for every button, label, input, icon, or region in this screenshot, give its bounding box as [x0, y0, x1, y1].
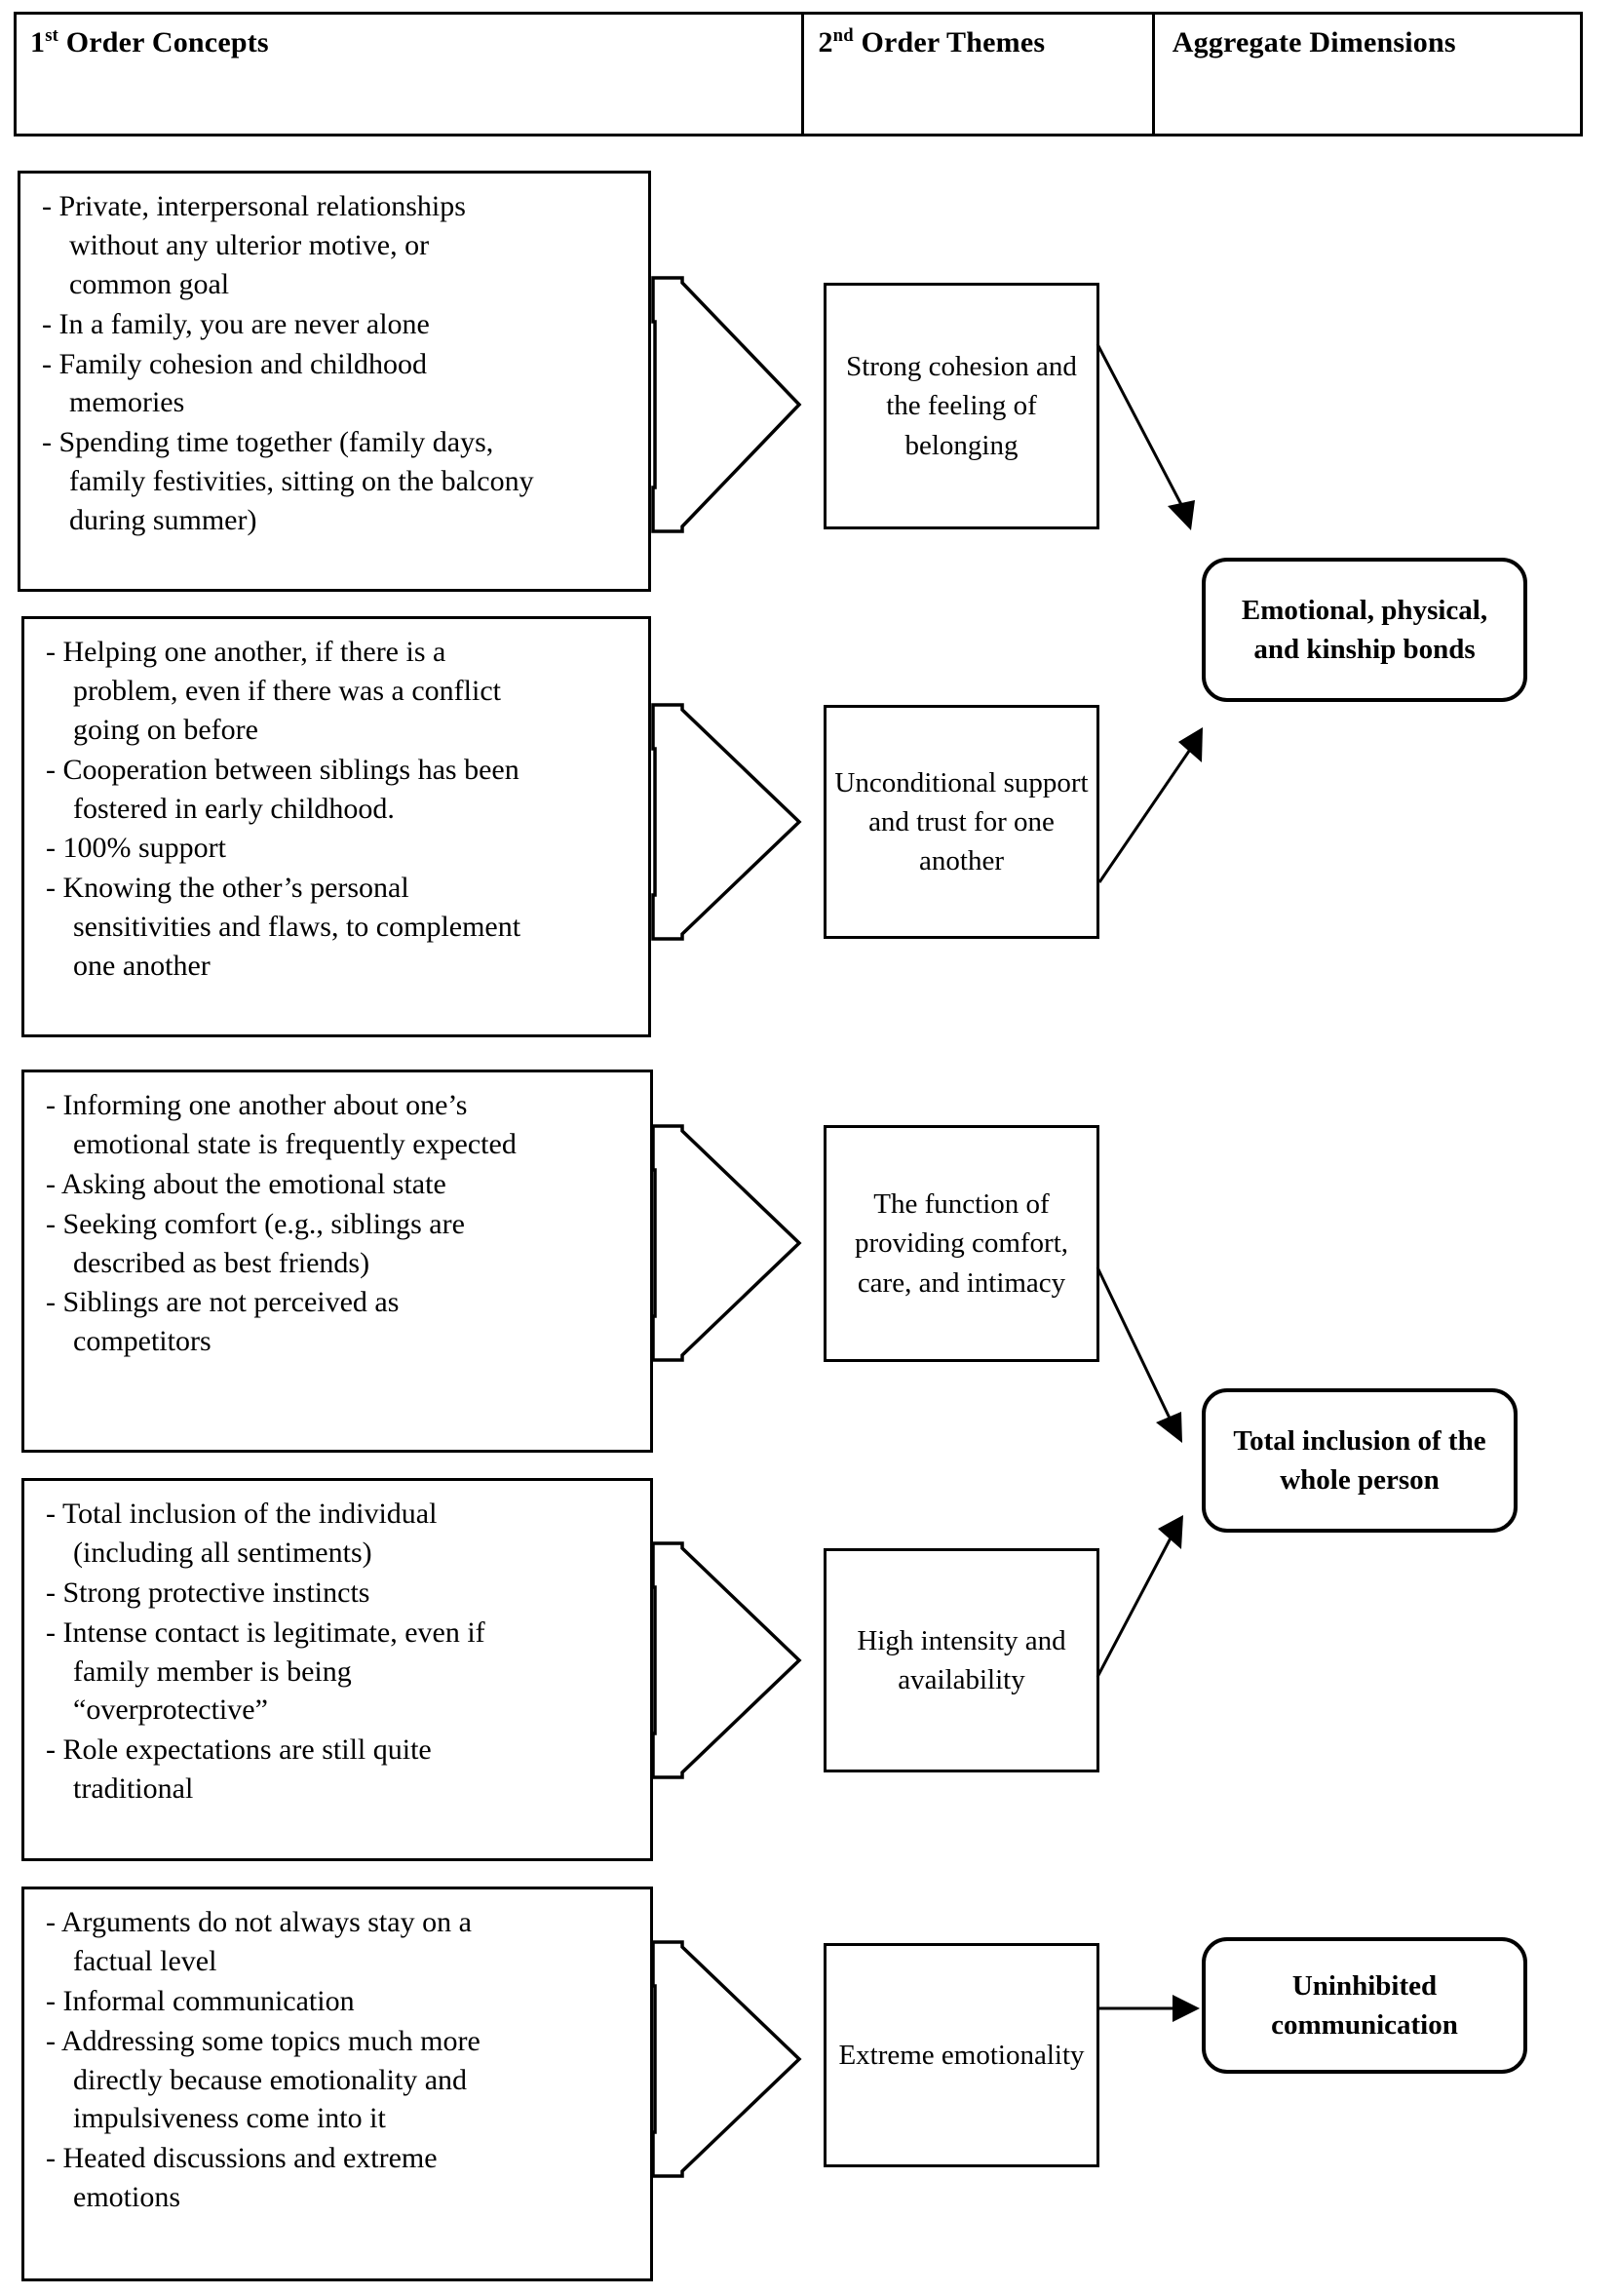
header-cell-second-order: 2nd Order Themes [804, 15, 1155, 134]
concept-item: 100% support [46, 829, 631, 868]
concept-list-3: Informing one another about one’s emotio… [46, 1086, 633, 1361]
theme-box-4: High intensity and availability [824, 1548, 1099, 1772]
theme-box-1: Strong cohesion and the feeling of belon… [824, 283, 1099, 529]
concept-item: Spending time together (family days, fam… [42, 423, 631, 540]
dimension-box-1: Emotional, physical, and kinship bonds [1202, 558, 1527, 702]
header-prefix-1: 1 [30, 26, 46, 58]
theme-label: The function of providing comfort, care,… [854, 1188, 1069, 1299]
concept-item: Helping one another, if there is a probl… [46, 633, 631, 750]
block-arrow-concept-3-to-theme-3 [651, 1124, 802, 1362]
theme-label: Strong cohesion and the feeling of belon… [846, 351, 1077, 461]
concept-list-1: Private, interpersonal relationships wit… [42, 187, 631, 540]
concept-item: Siblings are not perceived as competitor… [46, 1283, 633, 1361]
concept-box-3: Informing one another about one’s emotio… [21, 1070, 653, 1453]
concept-item: Knowing the other’s personal sensitiviti… [46, 869, 631, 986]
arrow-theme-1-to-dimension-1 [1096, 343, 1195, 530]
dimension-box-2: Total inclusion of the whole person [1202, 1388, 1518, 1533]
concept-box-5: Arguments do not always stay on a factua… [21, 1887, 653, 2281]
concept-list-5: Arguments do not always stay on a factua… [46, 1903, 633, 2217]
column-header-table: 1st Order Concepts 2nd Order Themes Aggr… [14, 12, 1583, 136]
theme-label: Extreme emotionality [838, 2039, 1085, 2071]
arrow-theme-4-to-dimension-2 [1096, 1515, 1183, 1678]
concept-item: Heated discussions and extreme emotions [46, 2139, 633, 2217]
concept-item: Intense contact is legitimate, even if f… [46, 1614, 633, 1731]
dimension-box-3: Uninhibited communication [1202, 1937, 1527, 2074]
theme-box-3: The function of providing comfort, care,… [824, 1125, 1099, 1362]
concept-item: Asking about the emotional state [46, 1165, 633, 1204]
dimension-label: Emotional, physical, and kinship bonds [1241, 594, 1488, 665]
concept-item: Family cohesion and childhood memories [42, 345, 631, 423]
arrow-theme-5-to-dimension-3 [1099, 1995, 1200, 2022]
block-arrow-concept-5-to-theme-5 [651, 1940, 802, 2178]
concept-box-4: Total inclusion of the individual (inclu… [21, 1478, 653, 1861]
concept-box-2: Helping one another, if there is a probl… [21, 616, 651, 1037]
block-arrow-concept-1-to-theme-1 [651, 276, 802, 533]
arrow-theme-2-to-dimension-1 [1097, 727, 1203, 883]
theme-label: High intensity and availability [857, 1624, 1066, 1695]
theme-label: Unconditional support and trust for one … [834, 766, 1089, 876]
concept-item: In a family, you are never alone [42, 305, 631, 344]
concept-item: Strong protective instincts [46, 1574, 633, 1613]
concept-item: Informal communication [46, 1982, 633, 2021]
header-cell-first-order: 1st Order Concepts [17, 15, 805, 134]
dimension-label: Uninhibited communication [1271, 1969, 1458, 2041]
concept-item: Addressing some topics much more directl… [46, 2022, 633, 2139]
concept-item: Arguments do not always stay on a factua… [46, 1903, 633, 1981]
theme-box-2: Unconditional support and trust for one … [824, 705, 1099, 939]
concept-box-1: Private, interpersonal relationships wit… [18, 171, 651, 592]
header-cell-aggregate-dimensions: Aggregate Dimensions [1155, 15, 1580, 134]
concept-item: Total inclusion of the individual (inclu… [46, 1495, 633, 1573]
concept-item: Cooperation between siblings has been fo… [46, 751, 631, 829]
concept-list-4: Total inclusion of the individual (inclu… [46, 1495, 633, 1809]
concept-item: Seeking comfort (e.g., siblings are desc… [46, 1205, 633, 1283]
theme-box-5: Extreme emotionality [824, 1943, 1099, 2167]
header-rest-3: Aggregate Dimensions [1172, 26, 1456, 58]
concept-item: Informing one another about one’s emotio… [46, 1086, 633, 1164]
header-rest-2: Order Themes [853, 26, 1046, 58]
header-sup-2: nd [832, 25, 854, 46]
concept-item: Private, interpersonal relationships wit… [42, 187, 631, 304]
arrow-theme-3-to-dimension-2 [1096, 1266, 1182, 1443]
header-prefix-2: 2 [818, 26, 833, 58]
block-arrow-concept-2-to-theme-2 [651, 703, 802, 941]
block-arrow-concept-4-to-theme-4 [651, 1541, 802, 1779]
concept-list-2: Helping one another, if there is a probl… [46, 633, 631, 986]
header-sup-1: st [45, 25, 59, 46]
concept-item: Role expectations are still quite tradit… [46, 1731, 633, 1809]
dimension-label: Total inclusion of the whole person [1233, 1424, 1486, 1496]
header-rest-1: Order Concepts [58, 26, 269, 58]
